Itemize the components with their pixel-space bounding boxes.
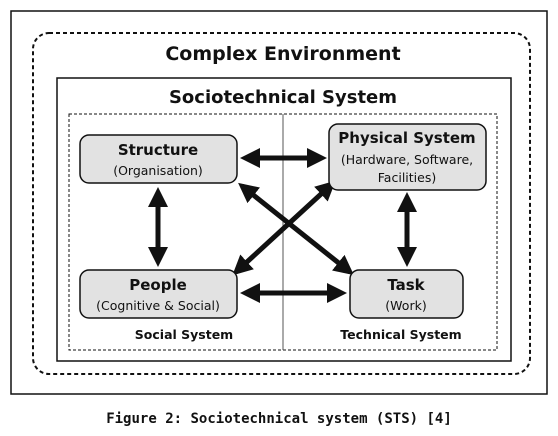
node-structure-box	[79, 134, 238, 184]
figure-frame	[10, 10, 548, 395]
relationship-arrows	[148, 148, 417, 303]
node-physical-system-title: Physical System	[338, 129, 475, 147]
node-task-subtitle: (Work)	[385, 298, 426, 313]
arrow-structure-task	[238, 182, 354, 276]
node-task-title: Task	[387, 276, 425, 294]
node-people-box	[79, 269, 238, 319]
figure-caption: Figure 2: Sociotechnical system (STS) [4…	[106, 411, 452, 427]
node-task: Task (Work)	[349, 269, 464, 319]
node-physical-system-box	[328, 123, 487, 191]
complex-environment-label: Complex Environment	[165, 43, 400, 65]
sociotechnical-system-box	[56, 77, 512, 362]
node-people-subtitle: (Cognitive & Social)	[96, 298, 220, 313]
node-structure-subtitle: (Organisation)	[113, 163, 203, 178]
node-structure-title: Structure	[118, 141, 198, 159]
node-people-title: People	[129, 276, 187, 294]
technical-system-label: Technical System	[340, 327, 461, 342]
complex-environment-boundary	[32, 32, 531, 375]
node-physical-system-subtitle-2: Facilities)	[378, 170, 436, 185]
node-people: People (Cognitive & Social)	[79, 269, 238, 319]
arrow-physical-people	[232, 180, 336, 276]
sociotechnical-system-label: Sociotechnical System	[169, 87, 397, 108]
node-physical-system-subtitle-1: (Hardware, Software,	[341, 152, 473, 167]
node-physical-system: Physical System (Hardware, Software, Fac…	[328, 123, 487, 191]
social-system-label: Social System	[135, 327, 233, 342]
node-structure: Structure (Organisation)	[79, 134, 238, 184]
node-task-box	[349, 269, 464, 319]
